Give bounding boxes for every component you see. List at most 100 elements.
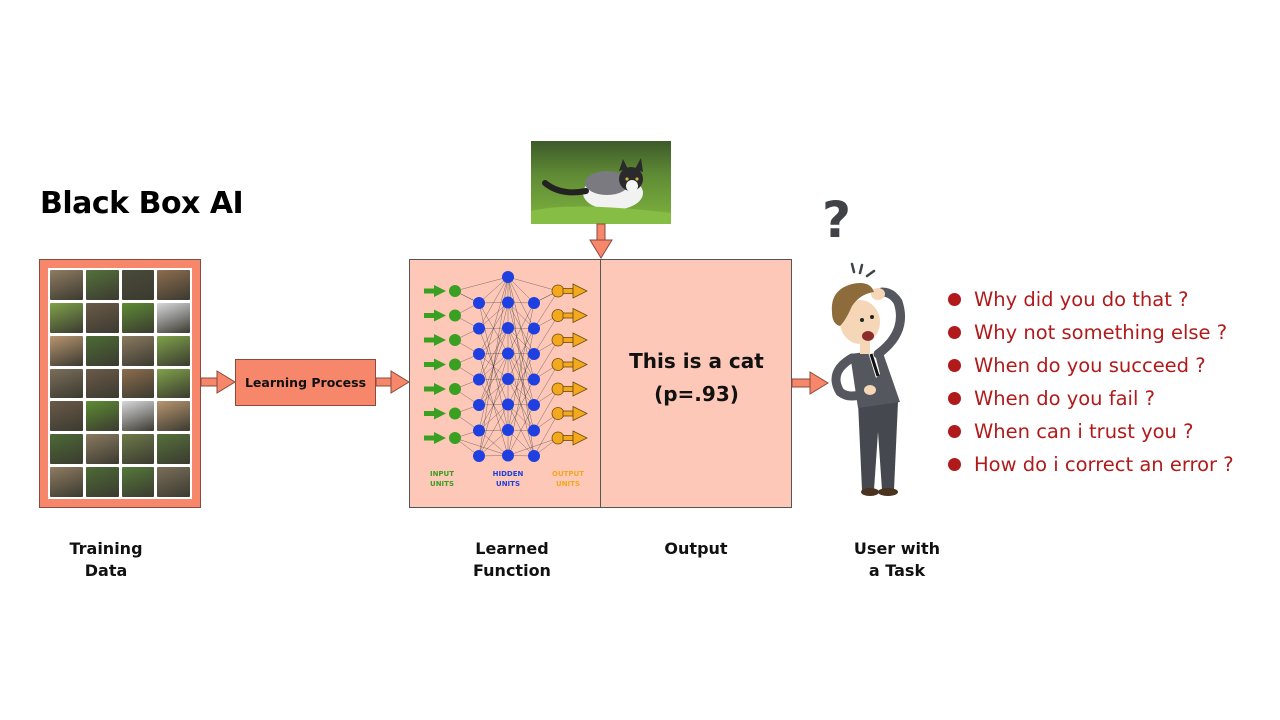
output-arrow-icon <box>572 381 588 397</box>
output-arrow-shaft <box>562 410 574 417</box>
training-photo-grid <box>48 268 192 499</box>
hidden-unit-node <box>528 424 540 437</box>
input-arrow-shaft <box>424 435 436 441</box>
question-item: When do you succeed ? <box>948 349 1234 382</box>
questions-list: Why did you do that ? Why not something e… <box>948 283 1234 481</box>
network-edge <box>454 276 509 292</box>
arrow-photo-to-network-icon <box>589 223 613 259</box>
hidden-unit-node <box>473 373 485 386</box>
output-arrow-shaft <box>562 361 574 368</box>
input-label-line2: UNITS <box>430 480 454 488</box>
input-unit-node <box>449 334 461 346</box>
learned-caption-line1: Learned <box>475 539 549 558</box>
output-caption-text: Output <box>664 539 728 558</box>
network-edge <box>507 353 535 405</box>
output-arrow-icon <box>572 283 588 299</box>
question-text: When can i trust you ? <box>974 420 1194 443</box>
prediction-output: This is a cat (p=.93) <box>601 345 792 411</box>
output-unit-node <box>551 309 565 322</box>
output-label-line2: UNITS <box>556 480 580 488</box>
network-edge <box>507 276 559 292</box>
output-arrow-icon <box>572 405 588 422</box>
output-arrow-icon <box>572 332 588 348</box>
question-item: Why did you do that ? <box>948 283 1234 316</box>
hidden-unit-node <box>473 424 485 437</box>
confused-user-icon <box>831 262 905 496</box>
bullet-icon <box>948 326 961 339</box>
output-unit-node <box>551 333 565 347</box>
user-caption-line1: User with <box>853 539 941 558</box>
network-edge <box>507 437 559 456</box>
hidden-unit-node <box>502 347 514 360</box>
network-edge <box>507 404 535 456</box>
training-photo <box>157 368 190 399</box>
training-photo <box>50 270 83 300</box>
network-edge <box>478 327 509 355</box>
network-edge <box>507 302 535 431</box>
input-arrow-icon <box>434 285 446 297</box>
input-units-label: INPUT UNITS <box>420 469 464 489</box>
arrow-output-to-user-icon <box>791 371 829 395</box>
training-data-box <box>39 259 201 508</box>
hidden-unit-node <box>473 348 485 360</box>
training-caption-line1: Training <box>69 539 143 558</box>
training-photo <box>85 335 119 366</box>
training-photo <box>85 302 119 333</box>
input-label-line1: INPUT <box>429 470 455 478</box>
training-photo <box>157 401 190 432</box>
learned-function-caption: Learned Function <box>462 538 562 582</box>
hidden-unit-node <box>473 399 485 411</box>
question-text: When do you fail ? <box>974 387 1155 410</box>
input-arrow-shaft <box>424 362 436 367</box>
bullet-icon <box>948 458 961 471</box>
bullet-icon <box>948 392 961 405</box>
hidden-unit-node <box>473 322 485 335</box>
question-text: Why not something else ? <box>974 321 1228 344</box>
input-unit-node <box>449 285 461 297</box>
network-edge <box>507 276 535 304</box>
question-item: Why not something else ? <box>948 316 1234 349</box>
network-edge <box>478 353 509 457</box>
question-text: When do you succeed ? <box>974 354 1206 377</box>
training-photo <box>157 467 190 497</box>
user-caption-line2: a Task <box>868 561 926 580</box>
training-photo <box>121 270 155 300</box>
neural-network-diagram <box>424 271 588 462</box>
hidden-unit-node <box>502 449 514 462</box>
network-edge <box>478 276 509 457</box>
network-edge <box>507 379 535 431</box>
training-photo <box>50 401 83 432</box>
output-units-label: OUTPUT UNITS <box>546 469 590 489</box>
bullet-icon <box>948 359 961 372</box>
network-edge <box>533 388 559 431</box>
question-item: When do you fail ? <box>948 382 1234 415</box>
training-data-caption: Training Data <box>56 538 156 582</box>
question-mark-icon: ? <box>822 191 852 249</box>
hidden-unit-node <box>502 373 514 385</box>
network-edge <box>533 290 559 329</box>
panel-divider <box>600 259 601 508</box>
hidden-unit-node <box>502 271 514 283</box>
input-arrow-icon <box>434 334 446 346</box>
hidden-unit-node <box>528 450 540 462</box>
network-edge <box>478 378 509 406</box>
training-photo <box>85 401 119 432</box>
output-arrow-icon <box>572 307 588 324</box>
network-edge <box>478 276 509 329</box>
cat-input-photo <box>531 141 671 224</box>
training-photo <box>157 335 190 366</box>
input-unit-node <box>449 407 461 420</box>
training-photo <box>157 434 190 465</box>
training-photo <box>50 302 83 333</box>
question-item: How do i correct an error ? <box>948 448 1234 481</box>
input-arrow-icon <box>434 358 446 371</box>
input-arrow-shaft <box>424 386 436 392</box>
input-arrow-shaft <box>424 313 436 318</box>
training-photo <box>121 467 155 497</box>
network-edge <box>507 302 535 354</box>
input-arrow-shaft <box>424 337 436 343</box>
output-arrow-shaft <box>562 288 574 294</box>
training-photo <box>157 302 190 333</box>
input-arrow-shaft <box>424 288 436 294</box>
input-arrow-shaft <box>424 411 436 416</box>
